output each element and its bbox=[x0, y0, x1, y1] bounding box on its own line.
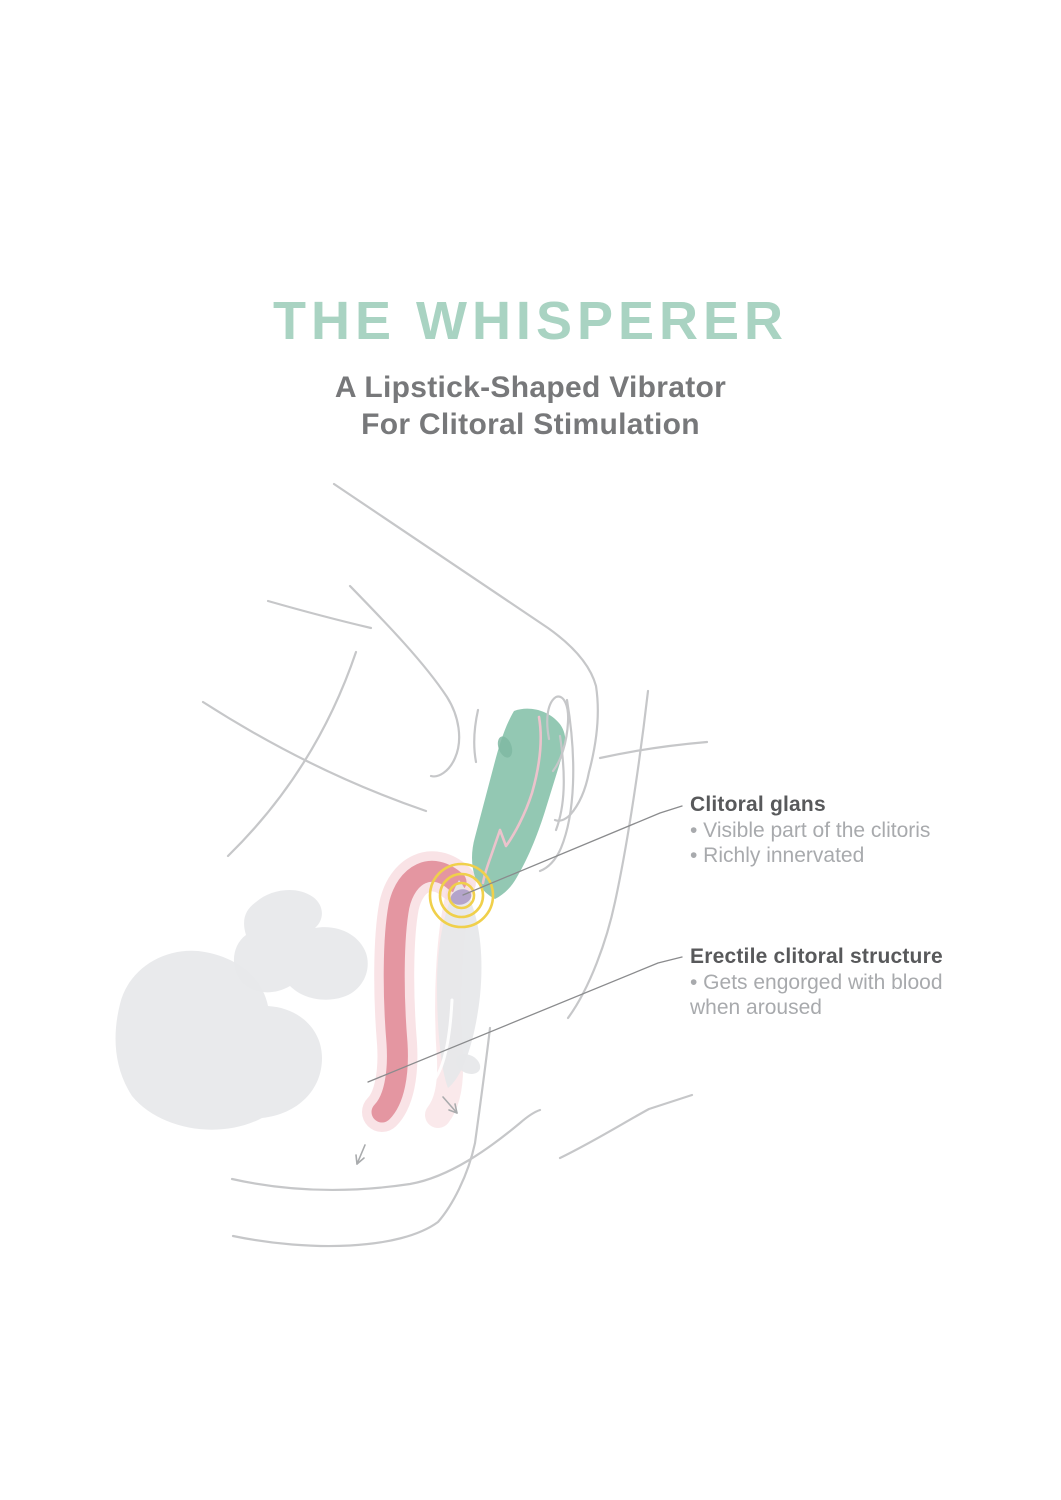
vibration-ring-middle bbox=[438, 872, 485, 919]
page-title: THE WHISPERER bbox=[272, 291, 789, 351]
arm-hand-outline bbox=[332, 482, 599, 822]
page-subtitle-line2: For Clitoral Stimulation bbox=[361, 408, 700, 441]
vulva-contour-line bbox=[481, 715, 543, 885]
vibrator-device bbox=[472, 708, 566, 899]
motion-arrow-right-head bbox=[448, 1103, 458, 1114]
callout-clitoral-glans-bullet-2: • Richly innervated bbox=[690, 844, 865, 867]
motion-arrow-right-icon bbox=[442, 1096, 458, 1114]
hip-curve bbox=[230, 1108, 542, 1192]
device-button bbox=[497, 736, 513, 758]
erectile-structure bbox=[371, 860, 467, 1123]
thigh-curve bbox=[231, 1026, 492, 1248]
vibration-ring-inner bbox=[447, 881, 476, 910]
uterus-silhouette-lower bbox=[115, 950, 322, 1130]
finger-cross-line-horizontal bbox=[598, 740, 709, 760]
leader-line-erectile-structure bbox=[367, 956, 683, 1083]
leg-curve bbox=[558, 1093, 694, 1160]
callout-erectile-structure-bullet-1: • Gets engorged with blood bbox=[690, 971, 943, 994]
internal-silhouettes bbox=[115, 889, 368, 1130]
leader-line-clitoral-glans bbox=[462, 805, 683, 896]
finger-outlines bbox=[538, 695, 575, 873]
labia-fold bbox=[455, 1053, 481, 1075]
callout-erectile-structure: Erectile clitoral structure • Gets engor… bbox=[690, 943, 943, 1020]
callout-erectile-structure-title: Erectile clitoral structure bbox=[690, 945, 943, 968]
thumb-outline bbox=[348, 584, 461, 778]
page-subtitle: A Lipstick-Shaped Vibrator For Clitoral … bbox=[0, 369, 1061, 443]
page-subtitle-line1: A Lipstick-Shaped Vibrator bbox=[334, 371, 727, 404]
callout-leader-lines bbox=[367, 805, 683, 1083]
motion-arrow-left-icon bbox=[356, 1144, 366, 1165]
finger-line-outer bbox=[538, 698, 575, 873]
callout-clitoral-glans-title: Clitoral glans bbox=[690, 793, 826, 816]
uterus-silhouette-upper bbox=[233, 889, 368, 1000]
motion-arrows bbox=[355, 1096, 458, 1165]
callout-clitoral-glans: Clitoral glans • Visible part of the cli… bbox=[690, 791, 930, 868]
vibration-ring-outer bbox=[428, 862, 495, 929]
palm-line bbox=[473, 708, 480, 764]
vibration-waves-icon bbox=[428, 862, 495, 929]
callout-erectile-structure-bullet-2: when aroused bbox=[690, 996, 822, 1019]
finger-loop bbox=[546, 695, 570, 773]
finger-line-inner bbox=[554, 734, 565, 832]
finger-cross-line-vertical bbox=[566, 689, 650, 1020]
skin-crease-line-2 bbox=[226, 650, 358, 858]
wrist-inner-line bbox=[266, 599, 373, 630]
callout-clitoral-glans-bullet-1: • Visible part of the clitoris bbox=[690, 819, 931, 842]
motion-arrow-left-head bbox=[355, 1154, 365, 1165]
skin-crease-line-1 bbox=[201, 700, 428, 813]
